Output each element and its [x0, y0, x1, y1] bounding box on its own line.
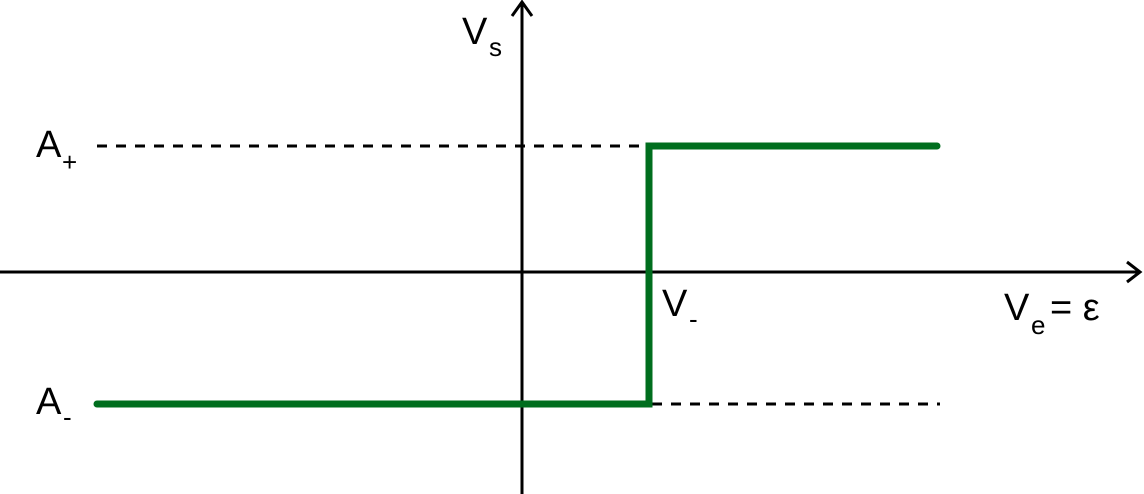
- low-level-label: A -: [36, 381, 72, 432]
- transfer-curve: [93, 142, 941, 408]
- x-axis-arrowhead: [1126, 260, 1143, 284]
- threshold-label: V -: [662, 283, 698, 334]
- x-axis-label: V e = ε: [1004, 287, 1100, 340]
- y-axis-arrowhead: [510, 0, 534, 17]
- high-level-label: A +: [36, 124, 77, 177]
- y-axis-label: V s: [462, 11, 502, 62]
